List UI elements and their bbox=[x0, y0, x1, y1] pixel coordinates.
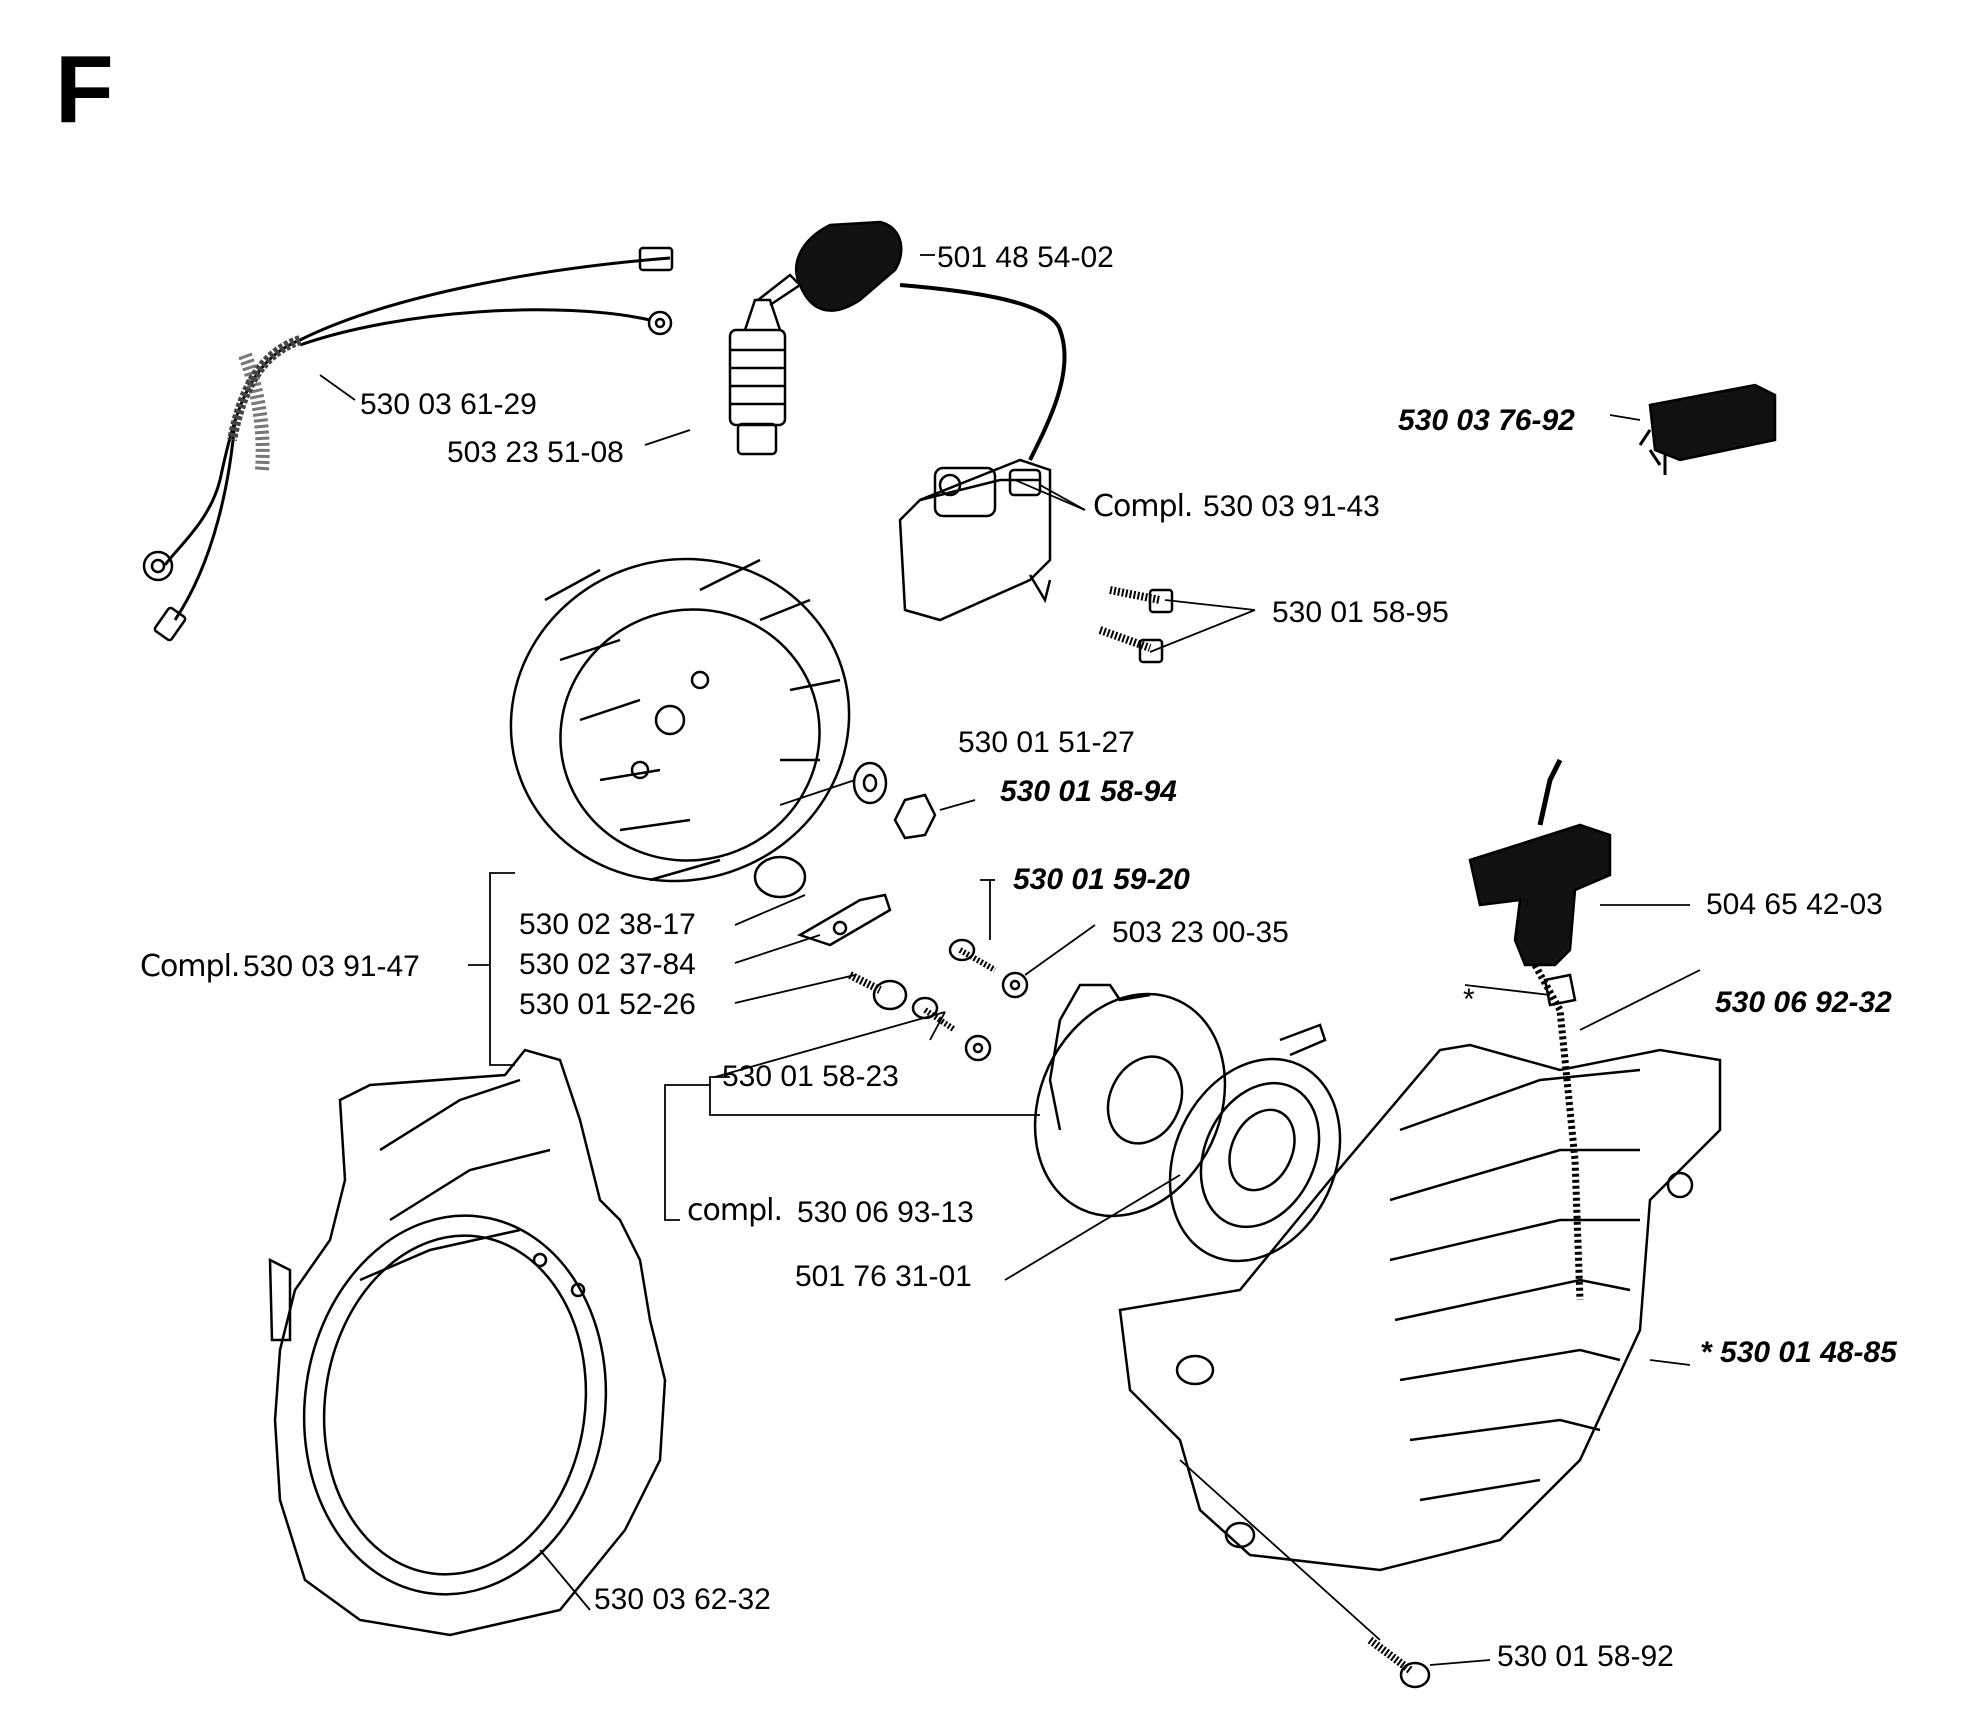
center-screws-part bbox=[911, 938, 1029, 1062]
label-cable-star: * bbox=[1463, 983, 1475, 1016]
label-handle: 504 65 42-03 bbox=[1706, 888, 1883, 921]
label-pin: 530 01 52-26 bbox=[519, 988, 696, 1021]
module-screws-part bbox=[1098, 586, 1174, 664]
label-bottom-screw: 530 01 58-92 bbox=[1497, 1640, 1674, 1673]
pawl-parts bbox=[753, 855, 908, 1011]
label-pawl: 530 02 37-84 bbox=[519, 948, 696, 981]
label-spark-plug: 503 23 51-08 bbox=[447, 436, 624, 469]
label-ignition-module: 530 03 91-43 bbox=[1203, 490, 1380, 523]
spark-cap-part bbox=[795, 220, 1067, 461]
fan-housing-part bbox=[268, 1048, 667, 1637]
leader-lines bbox=[319, 254, 1701, 1666]
label-spring: 501 76 31-01 bbox=[795, 1260, 972, 1293]
label-cable: 530 06 92-32 bbox=[1715, 986, 1892, 1019]
wire-harness-part bbox=[142, 246, 674, 642]
label-screw-washer: 530 01 58-23 bbox=[722, 1060, 899, 1093]
bottom-screw-part bbox=[1367, 1636, 1431, 1689]
flywheel-part bbox=[509, 557, 851, 883]
section-letter: F bbox=[55, 36, 114, 143]
starter-pulley-part bbox=[1033, 983, 1227, 1218]
switch-part bbox=[1638, 383, 1777, 475]
label-nut: 530 01 58-94 bbox=[1000, 775, 1177, 808]
washer-nut-part bbox=[852, 761, 937, 840]
recoil-spring-part bbox=[1168, 1023, 1342, 1263]
label-flywheel: 530 03 91-47 bbox=[243, 950, 420, 983]
ignition-module-part bbox=[898, 458, 1052, 622]
label-module-screws: 530 01 58-95 bbox=[1272, 596, 1449, 629]
label-flywheel-prefix: Compl. bbox=[140, 949, 240, 984]
label-wire-harness: 530 03 61-29 bbox=[360, 388, 537, 421]
label-spring-key: 530 02 38-17 bbox=[519, 908, 696, 941]
label-ignition-prefix: Compl. bbox=[1093, 489, 1193, 524]
label-screw-top: 530 01 59-20 bbox=[1013, 863, 1190, 896]
label-cap: 501 48 54-02 bbox=[937, 241, 1114, 274]
label-pulley: 530 06 93-13 bbox=[797, 1196, 974, 1229]
starter-housing-part bbox=[1118, 1043, 1722, 1572]
label-pulley-prefix: compl. bbox=[687, 1193, 783, 1228]
label-starter-housing: * 530 01 48-85 bbox=[1700, 1336, 1897, 1369]
label-washer-2: 503 23 00-35 bbox=[1112, 916, 1289, 949]
label-washer: 530 01 51-27 bbox=[958, 726, 1135, 759]
spark-plug-part bbox=[728, 273, 802, 456]
label-switch: 530 03 76-92 bbox=[1398, 404, 1575, 437]
handle-part bbox=[1468, 758, 1612, 1301]
label-fan-housing: 530 03 62-32 bbox=[594, 1583, 771, 1616]
